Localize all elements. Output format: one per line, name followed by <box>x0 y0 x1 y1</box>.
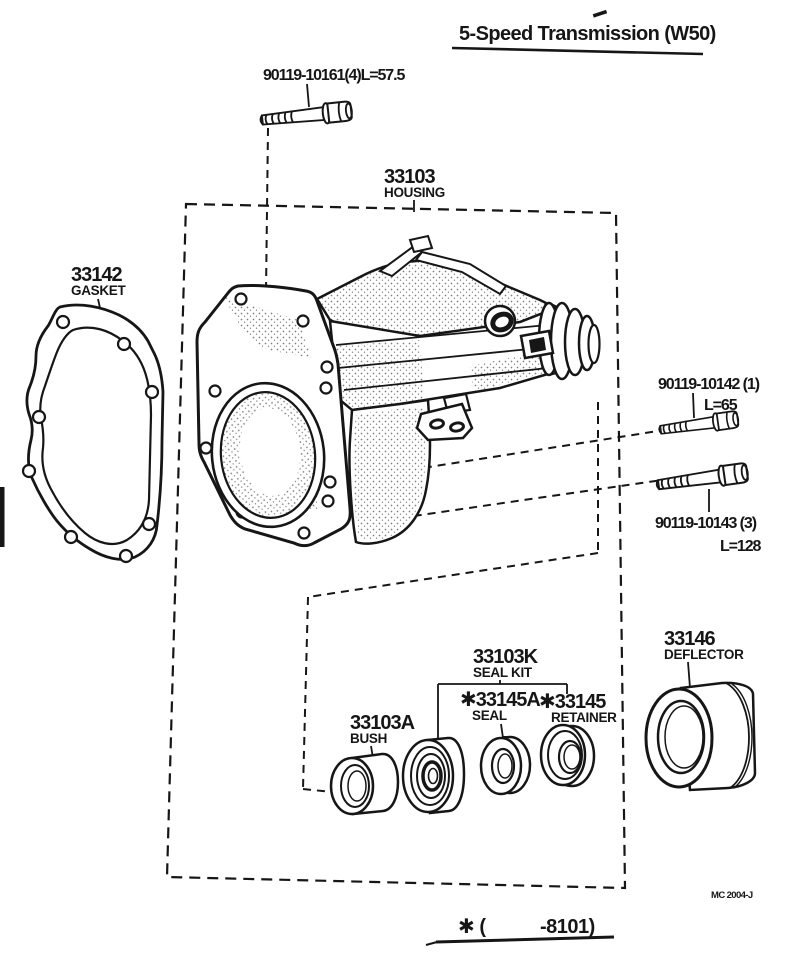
reference-note-underline <box>435 935 615 944</box>
bolt-mid-number: 90119-10142 (1) <box>658 376 760 393</box>
assembly-plane-dashed <box>302 402 599 793</box>
page-title: 5-Speed Transmission (W50) <box>459 23 716 45</box>
bolt-top-dashed-line <box>265 127 269 293</box>
bush-drawing <box>329 752 400 816</box>
housing-name: HOUSING <box>384 185 445 200</box>
seal-kit-drawing <box>401 736 466 815</box>
gasket-number: 33142 <box>71 264 122 286</box>
gasket-bolt-holes <box>21 314 160 564</box>
bolt-top-drawing <box>258 99 354 132</box>
bolt-mid-length: L=65 <box>704 397 738 414</box>
doc-code: MC 2004-J <box>711 890 753 901</box>
leader-line <box>692 392 695 419</box>
gasket-group: 33142 GASKET <box>21 264 165 564</box>
deflector-group: 33146 DEFLECTOR <box>644 628 757 792</box>
title-underline <box>451 46 704 56</box>
seal-kit-bracket <box>437 680 568 740</box>
gasket-name: GASKET <box>71 283 127 298</box>
bolt-low-drawing <box>654 461 751 496</box>
reference-note-prefix: ✱ ( <box>458 916 486 938</box>
bush-name: BUSH <box>350 731 387 746</box>
bolt-top-group: 90119-10161(4)L=57.5 <box>258 67 407 293</box>
seal-kit-number: 33103K <box>473 646 539 668</box>
underline-tail <box>425 941 438 946</box>
reference-note: ✱ ( -8101) <box>458 916 595 938</box>
group-boundary-box <box>165 202 627 890</box>
bolt-top-label: 90119-10161(4)L=57.5 <box>263 67 405 84</box>
bush-group: 33103A BUSH <box>329 712 416 816</box>
bolt-top-number: 90119-10161(4) <box>263 67 361 84</box>
page-title-group: 5-Speed Transmission (W50) <box>451 9 716 56</box>
gasket-outline <box>25 303 165 561</box>
scan-artifact <box>592 9 608 18</box>
housing-group: 33103 HOUSING <box>195 166 601 548</box>
bush-number: 33103A <box>350 712 415 734</box>
deflector-number: 33146 <box>664 628 715 650</box>
scan-edge-artifact <box>0 487 5 547</box>
bolt-top-length: L=57.5 <box>361 67 406 84</box>
deflector-name: DEFLECTOR <box>664 647 744 662</box>
reference-note-suffix: -8101) <box>540 916 595 938</box>
retainer-drawing <box>539 723 596 788</box>
leader-line <box>306 83 310 108</box>
seal-name: SEAL <box>472 708 507 723</box>
bolt-low-group: 90119-10143 (3) L=128 <box>654 461 763 555</box>
seal-kit-name: SEAL KIT <box>473 665 533 680</box>
seal-number: ✱33145A <box>460 689 540 711</box>
housing-number: 33103 <box>384 166 435 188</box>
seal-kit-group: 33103K SEAL KIT ✱33145A SEAL ✱33145 RETA… <box>437 646 617 740</box>
bolt-low-number: 90119-10143 (3) <box>655 515 757 532</box>
retainer-number: ✱33145 <box>539 691 606 713</box>
bolt-mid-group: 90119-10142 (1) L=65 <box>657 376 761 440</box>
deflector-drawing <box>644 681 757 792</box>
footer: ✱ ( -8101) MC 2004-J <box>425 890 754 946</box>
leader-line <box>500 723 504 739</box>
gasket-inner-line <box>39 326 153 546</box>
bolt-low-length: L=128 <box>720 538 762 555</box>
bolt-mid-drawing <box>657 409 741 440</box>
retainer-name: RETAINER <box>551 710 617 725</box>
housing-drawing <box>195 234 601 548</box>
leader-line <box>687 661 691 689</box>
bolt-leader-dashed-2 <box>385 479 663 521</box>
seal-drawing <box>479 735 532 796</box>
